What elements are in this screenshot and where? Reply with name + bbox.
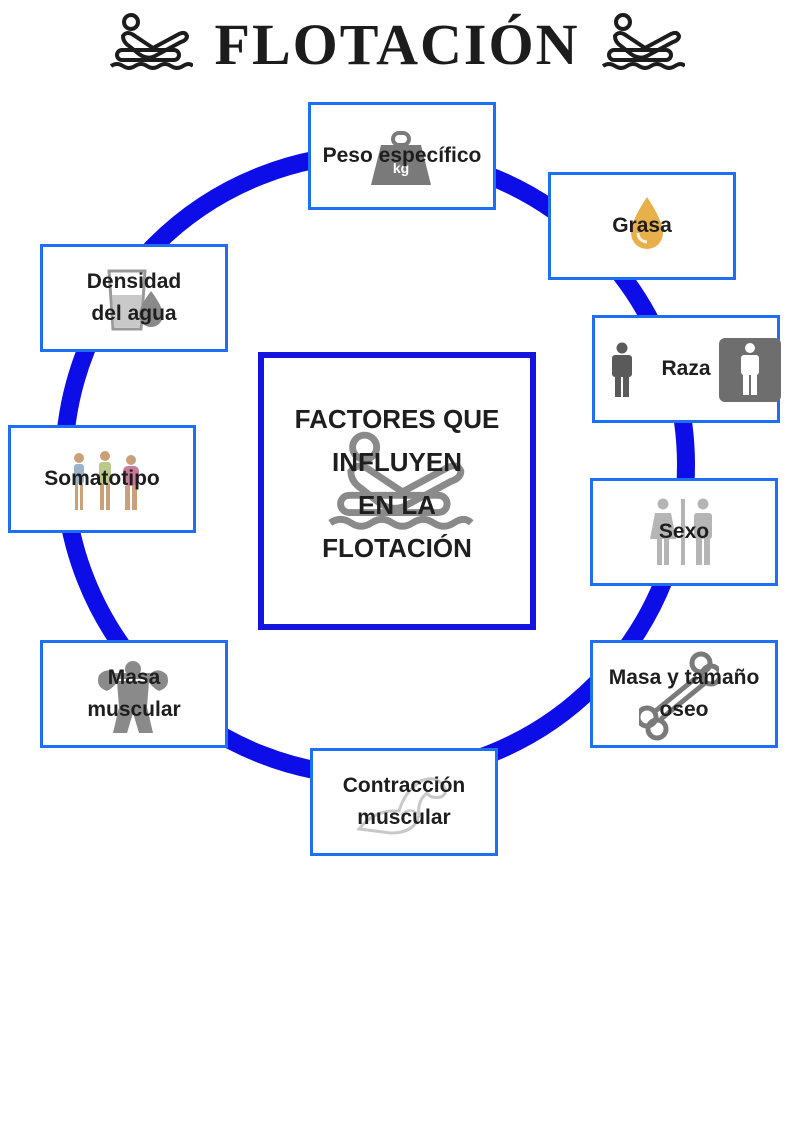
svg-text:kg: kg — [393, 160, 409, 176]
factor-densidad-agua: Densidad del agua — [40, 244, 228, 352]
swimmer-floating-icon — [601, 12, 686, 76]
factor-label: Masa muscular — [43, 643, 225, 745]
person-sign-icon — [719, 338, 781, 407]
center-label-line: FLOTACIÓN — [322, 533, 472, 563]
factor-somatotipo: Somatotipo — [8, 425, 196, 533]
factor-masa-muscular: Masa muscular — [40, 640, 228, 748]
factor-label: Somatotipo — [44, 467, 160, 490]
oil-drop-icon — [627, 195, 667, 258]
factor-label-line: muscular — [357, 806, 451, 829]
muscle-body-icon — [93, 657, 173, 740]
factor-masa-tamano-oseo: Masa y tamaño oseo — [590, 640, 778, 748]
factor-label: Contracción muscular — [313, 751, 495, 853]
factor-label: Densidad del agua — [43, 247, 225, 349]
swimmer-floating-icon — [324, 430, 474, 545]
center-box: FACTORES QUE INFLUYEN EN LA FLOTACIÓN — [258, 352, 536, 630]
center-label: FACTORES QUE INFLUYEN EN LA FLOTACIÓN — [264, 398, 530, 570]
factor-peso-especifico: kg Peso específico — [308, 102, 496, 210]
factor-label-line: oseo — [659, 698, 709, 721]
factor-label: Raza — [661, 357, 711, 380]
factor-label-line: del agua — [91, 302, 177, 325]
factor-label: Masa y tamaño oseo — [593, 643, 775, 745]
factor-label-line: Masa — [107, 666, 161, 689]
body-types-icon — [67, 450, 143, 519]
page-title: FLOTACIÓN — [0, 8, 794, 80]
swimmer-floating-icon — [109, 12, 193, 76]
center-label-line: FACTORES QUE — [294, 404, 500, 434]
weight-icon: kg — [369, 131, 433, 192]
factor-label-line: Masa y tamaño — [608, 666, 760, 689]
factor-label: Sexo — [658, 520, 710, 543]
factor-sexo: Sexo — [590, 478, 778, 586]
water-glass-icon — [105, 267, 165, 338]
factor-label: Peso específico — [322, 144, 482, 167]
factor-grasa: Grasa — [548, 172, 736, 280]
factor-label-line: Contracción — [342, 774, 466, 797]
title-text: FLOTACIÓN — [214, 11, 580, 77]
factor-label-line: muscular — [87, 698, 181, 721]
factor-contraccion-muscular: Contracción muscular — [310, 748, 498, 856]
factor-label-line: Densidad — [86, 270, 182, 293]
person-icon — [609, 342, 635, 403]
factor-label: Grasa — [612, 214, 672, 237]
center-label-line: EN LA — [358, 490, 436, 520]
center-label-line: INFLUYEN — [332, 447, 462, 477]
flexed-arm-icon — [355, 771, 455, 842]
factor-raza: Raza — [592, 315, 781, 423]
restroom-icon — [649, 497, 717, 572]
